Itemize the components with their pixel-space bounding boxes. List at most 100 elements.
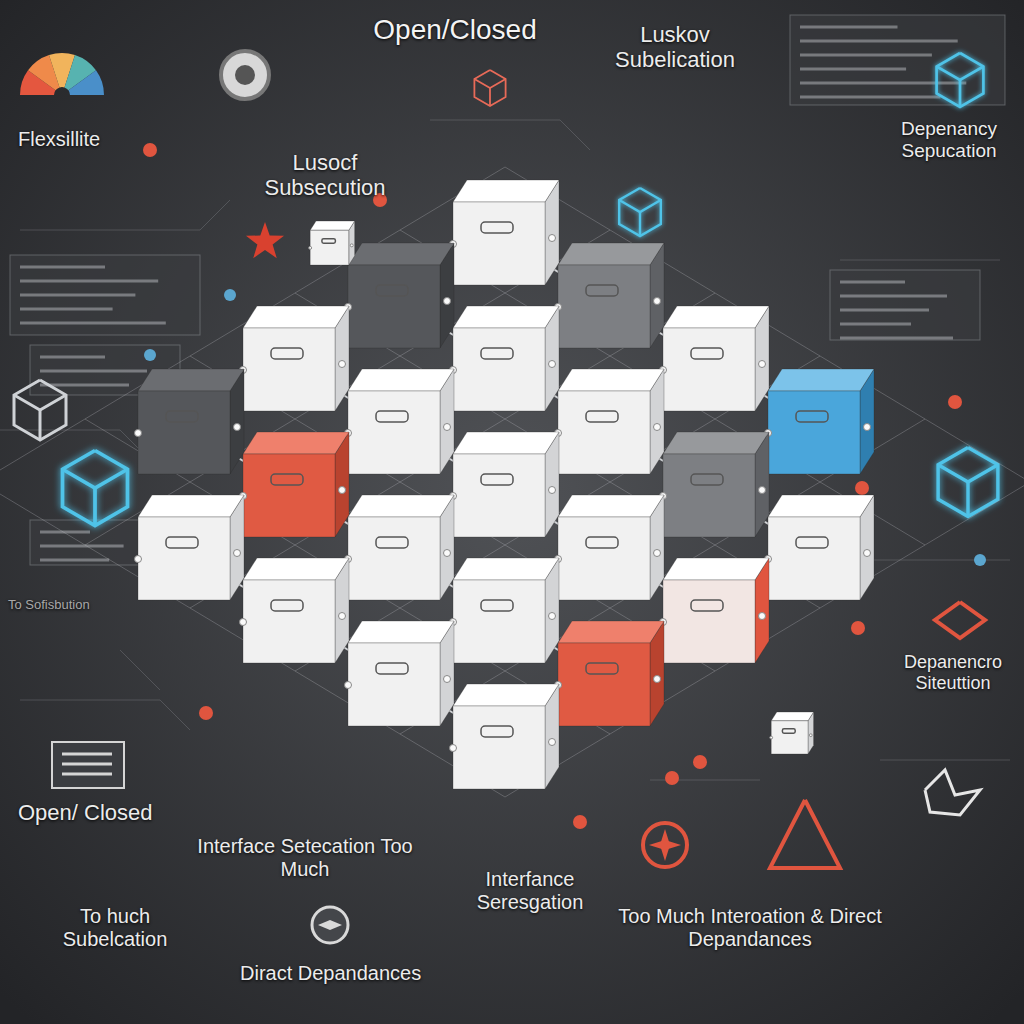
grid-line [505, 482, 1024, 797]
cube-plug [444, 424, 451, 431]
cube-front [663, 580, 755, 663]
red-dot [851, 621, 865, 635]
cube-plug [240, 619, 247, 626]
cube-top [771, 712, 813, 721]
cube-mark [271, 474, 303, 485]
cube-plug [549, 487, 556, 494]
panel-line [800, 82, 966, 85]
cube-plug [135, 430, 142, 437]
glowing-cube [937, 53, 984, 107]
cube-edge [489, 88, 491, 106]
cube-front [453, 706, 545, 789]
circuit-line [880, 760, 1010, 761]
wire-cube [14, 380, 66, 440]
cube-mark [376, 663, 408, 674]
cube [555, 621, 665, 726]
circuit-line [840, 260, 1000, 261]
cube [345, 495, 455, 600]
cube-top [243, 432, 349, 454]
cube-plug [350, 244, 353, 247]
cube-front [663, 328, 755, 411]
cube-top [453, 558, 559, 580]
circuit-line [120, 650, 160, 690]
cube [555, 243, 665, 348]
panel-line [840, 281, 905, 284]
label: Open/ Closed [18, 800, 153, 825]
cube [240, 432, 350, 537]
label: To huch Subelcation [30, 905, 200, 951]
panel-line [20, 294, 135, 297]
glowing-cube [63, 451, 128, 526]
panel-line [20, 308, 113, 311]
red-dot [199, 706, 213, 720]
cube-edge [474, 79, 505, 88]
document-icon [52, 742, 124, 788]
cube-edge [966, 482, 969, 517]
panel-line [40, 370, 147, 373]
cube-mark [376, 411, 408, 422]
star-mark [318, 920, 342, 930]
cube-front [771, 721, 808, 754]
cube-top [348, 621, 454, 643]
cube [555, 369, 665, 474]
circuit-line [20, 200, 230, 230]
circuit-line [430, 120, 590, 150]
circuit-lines [0, 120, 1010, 780]
red-dot [665, 771, 679, 785]
cube-plug [654, 676, 661, 683]
cube-top [348, 243, 454, 265]
cube-mark [271, 600, 303, 611]
panel-line [20, 322, 166, 325]
label: To Sofisbution [8, 598, 90, 613]
cube-front [348, 391, 440, 474]
cube-top [453, 180, 559, 202]
red-dot [573, 815, 587, 829]
cube [765, 369, 875, 474]
cube-front [243, 580, 335, 663]
red-star-mark [649, 840, 681, 850]
cube [450, 684, 560, 789]
label: Interface Setecation Too Much [180, 835, 430, 881]
panel-line [840, 323, 911, 326]
cube [660, 306, 770, 411]
cube-mark [586, 663, 618, 674]
cube [135, 369, 245, 474]
cube-front [453, 328, 545, 411]
blue-dot [144, 349, 156, 361]
cube-edge [938, 465, 998, 482]
cube-plug [654, 424, 661, 431]
cube-plug [809, 734, 812, 737]
cube-mark [271, 348, 303, 359]
cube-plug [654, 550, 661, 557]
cube [345, 243, 455, 348]
cube-outline [63, 451, 128, 526]
cube-front [243, 454, 335, 537]
cube-top [558, 621, 664, 643]
cube-front [558, 517, 650, 600]
cube-mark [322, 239, 335, 244]
cube [309, 221, 355, 265]
cube-plug [339, 487, 346, 494]
cube-plug [444, 298, 451, 305]
panel-line [40, 559, 109, 562]
cube-mark [481, 600, 513, 611]
cube-edge [937, 67, 984, 81]
red-dot [948, 395, 962, 409]
cube-mark [691, 600, 723, 611]
cube-plug [444, 550, 451, 557]
ui-panel [10, 255, 200, 335]
cube [660, 432, 770, 537]
cube-edge [619, 200, 661, 212]
cube-edge [93, 488, 97, 526]
cube-plug [549, 613, 556, 620]
cube-mark [796, 537, 828, 548]
label: Depanencro Siteuttion [888, 652, 1018, 693]
cube-top [348, 369, 454, 391]
grid-line [0, 167, 505, 482]
cube-top [768, 495, 874, 517]
label: Diract Depandances [240, 962, 421, 985]
cube-front [453, 202, 545, 285]
panel-frame [10, 255, 200, 335]
